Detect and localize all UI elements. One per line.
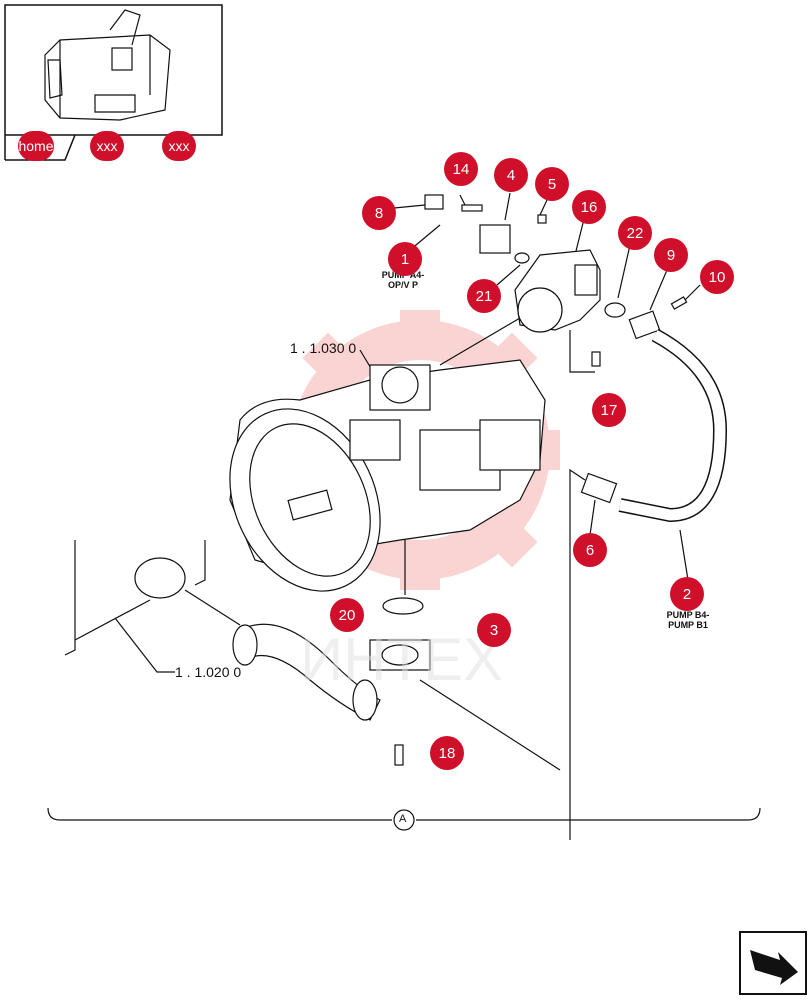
next-page-arrow-icon[interactable]: [739, 931, 807, 995]
next-button[interactable]: xxx: [162, 131, 196, 161]
main-pump-assembly: [229, 359, 546, 592]
callout-20[interactable]: 20: [330, 598, 364, 632]
suction-pipe: [134, 557, 381, 721]
watermark-text: ИНТЕХ: [300, 626, 503, 693]
gear-pump: [514, 249, 601, 333]
callout-8[interactable]: 8: [362, 196, 396, 230]
prev-button[interactable]: xxx: [90, 131, 124, 161]
pump-a4-line2: OP/V P: [387, 280, 418, 290]
pump-b4-line2: PUMP B1: [668, 620, 708, 630]
callout-1[interactable]: 1: [388, 242, 422, 276]
ref-main-pump[interactable]: 1 . 1.030 0: [290, 340, 357, 356]
callout-5[interactable]: 5: [535, 167, 569, 201]
callout-17[interactable]: 17: [592, 393, 626, 427]
pump-b4-label: PUMP B4- PUMP B1: [663, 610, 713, 630]
callout-10[interactable]: 10: [700, 260, 734, 294]
home-button[interactable]: home: [18, 131, 54, 161]
pump-b4-line1: PUMP B4-: [666, 610, 710, 620]
callout-14[interactable]: 14: [444, 152, 478, 186]
fittings: [369, 194, 688, 766]
callout-18[interactable]: 18: [430, 736, 464, 770]
callout-21[interactable]: 21: [467, 279, 501, 313]
callout-9[interactable]: 9: [654, 238, 688, 272]
callout-4[interactable]: 4: [494, 158, 528, 192]
callout-2[interactable]: 2: [670, 577, 704, 611]
callout-22[interactable]: 22: [618, 216, 652, 250]
callout-16[interactable]: 16: [572, 190, 606, 224]
ref-suction[interactable]: 1 . 1.020 0: [175, 664, 242, 680]
excavator-thumbnail: [44, 9, 171, 121]
group-marker: A: [399, 813, 407, 825]
callout-6[interactable]: 6: [573, 533, 607, 567]
callout-3[interactable]: 3: [477, 613, 511, 647]
